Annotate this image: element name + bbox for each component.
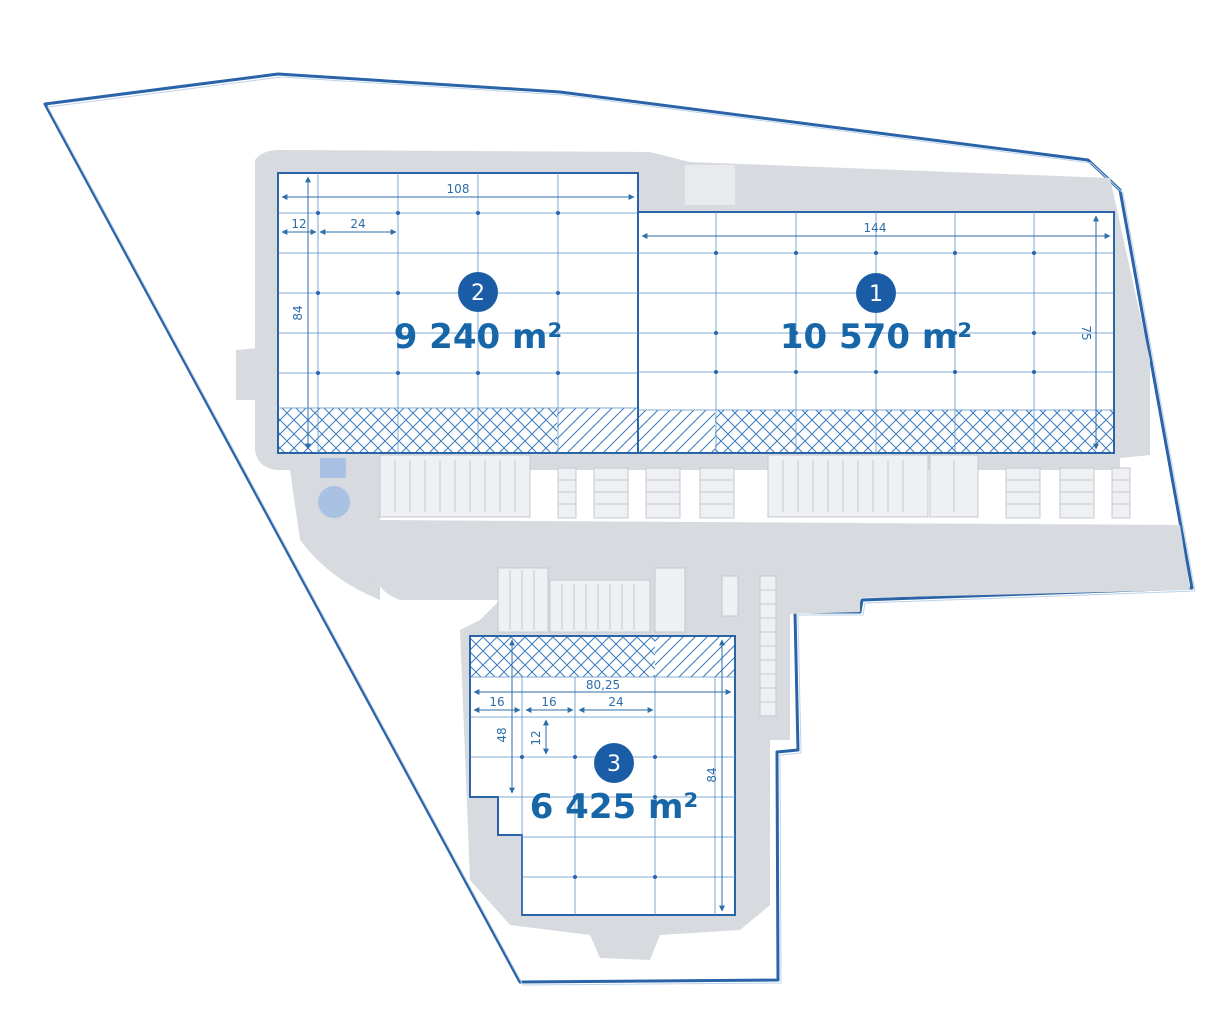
building-3-bay-c-label: 24 — [608, 695, 623, 709]
building-1-width-label: 144 — [864, 221, 887, 235]
plot-boundary — [43, 72, 1194, 984]
building-3-depth-label: 84 — [705, 767, 719, 782]
building-1-badge — [856, 273, 896, 313]
building-1 — [637, 211, 1115, 454]
building-2-badge — [458, 272, 498, 312]
building-3-width-label: 80,25 — [586, 678, 620, 692]
building-2-bay-large-label: 24 — [350, 217, 365, 231]
building-1-depth-label: 75 — [1079, 325, 1093, 340]
building-2-number: 2 — [471, 281, 485, 306]
building-2-area: 9 240 m² — [394, 317, 563, 357]
water-tank — [318, 486, 350, 518]
building-3-number: 3 — [607, 752, 621, 777]
tank-platform — [320, 458, 346, 478]
building-1-number: 1 — [869, 282, 883, 307]
building-2 — [277, 172, 639, 454]
building-3-bay-a-label: 16 — [489, 695, 504, 709]
building-3-depth-small-label: 48 — [495, 727, 509, 742]
building-3-bay-b-label: 16 — [541, 695, 556, 709]
building-3-area: 6 425 m² — [530, 787, 699, 827]
building-2-bay-small-label: 12 — [291, 217, 306, 231]
building-1-area: 10 570 m² — [780, 317, 972, 357]
building-2-depth-label: 84 — [291, 305, 305, 320]
building-2-width-label: 108 — [447, 182, 470, 196]
building-3-bay-depth-label: 12 — [529, 730, 543, 745]
building-3-badge — [594, 743, 634, 783]
